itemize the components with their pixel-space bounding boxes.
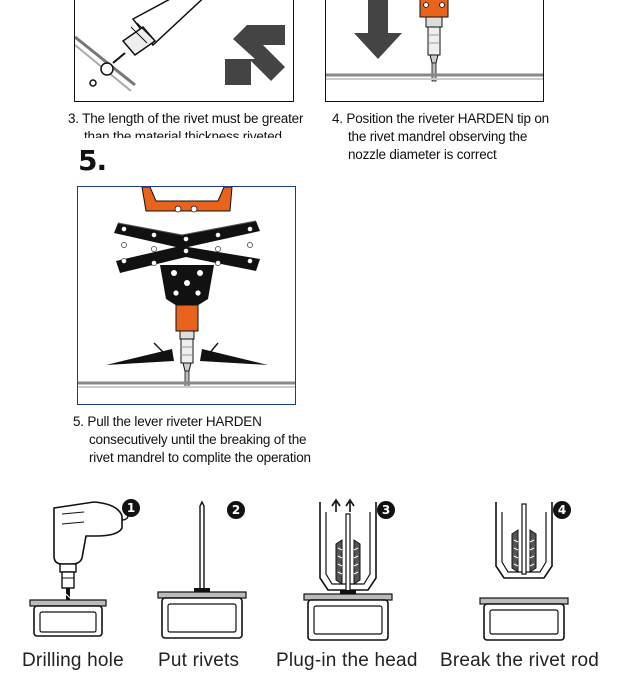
step3-caption: 3. The length of the rivet must be great… bbox=[68, 110, 303, 138]
process-step-4 bbox=[474, 494, 574, 644]
step3-caption-line-2: than the material thickness riveted bbox=[84, 129, 282, 138]
process-label-2: Put rivets bbox=[158, 650, 240, 671]
process-label-4: Break the rivet rod bbox=[440, 650, 600, 671]
broken-mandrel-icon bbox=[479, 502, 569, 641]
arrow-down-icon bbox=[354, 0, 402, 59]
process-badge-4: 4 bbox=[553, 501, 571, 519]
arrow-down-left-icon bbox=[225, 25, 285, 85]
process-label-3: Plug-in the head bbox=[276, 650, 418, 671]
process-badge-2: 2 bbox=[227, 501, 245, 519]
process-step-2 bbox=[152, 494, 252, 644]
step3-caption-line-1: 3. The length of the rivet must be great… bbox=[68, 111, 304, 126]
rivet-nozzle-icon bbox=[419, 0, 449, 82]
step5-caption: 5. Pull the lever riveter HARDEN consecu… bbox=[73, 413, 311, 467]
step3-illustration-frame bbox=[74, 0, 294, 102]
lever-riveter-icon bbox=[114, 187, 260, 388]
process-badge-3: 3 bbox=[377, 501, 395, 519]
step5-illustration-frame bbox=[77, 186, 296, 405]
process-badge-1: 1 bbox=[122, 499, 140, 517]
process-step-3 bbox=[298, 494, 398, 644]
step3-illustration bbox=[75, 0, 285, 92]
riveting-head-icon bbox=[303, 498, 393, 641]
step4-caption-line-2: the rivet mandrel observing the bbox=[348, 129, 528, 144]
rivet-gun-icon bbox=[89, 0, 203, 87]
step4-caption: 4. Position the riveter HARDEN tip on th… bbox=[332, 110, 549, 164]
drill-icon bbox=[29, 501, 130, 637]
sheet-metal-icon bbox=[78, 381, 295, 388]
sheet-metal-icon bbox=[326, 73, 543, 80]
rivet-icon bbox=[157, 500, 247, 639]
step5-illustration bbox=[78, 187, 295, 388]
step5-caption-line-2: consecutively until the breaking of the bbox=[89, 432, 307, 447]
step4-illustration bbox=[326, 0, 543, 82]
step5-caption-line-1: 5. Pull the lever riveter HARDEN bbox=[73, 414, 262, 429]
step5-number: 5. bbox=[78, 144, 107, 177]
step4-caption-line-1: 4. Position the riveter HARDEN tip on bbox=[332, 111, 549, 126]
step4-illustration-frame bbox=[325, 0, 544, 102]
process-label-1: Drilling hole bbox=[22, 650, 124, 671]
process-step-1 bbox=[22, 494, 142, 644]
impact-wedge-left-icon bbox=[106, 342, 174, 365]
step4-caption-line-3: nozzle diameter is correct bbox=[348, 147, 497, 162]
step5-caption-line-3: rivet mandrel to complite the operation bbox=[89, 450, 311, 465]
impact-wedge-right-icon bbox=[200, 342, 268, 365]
